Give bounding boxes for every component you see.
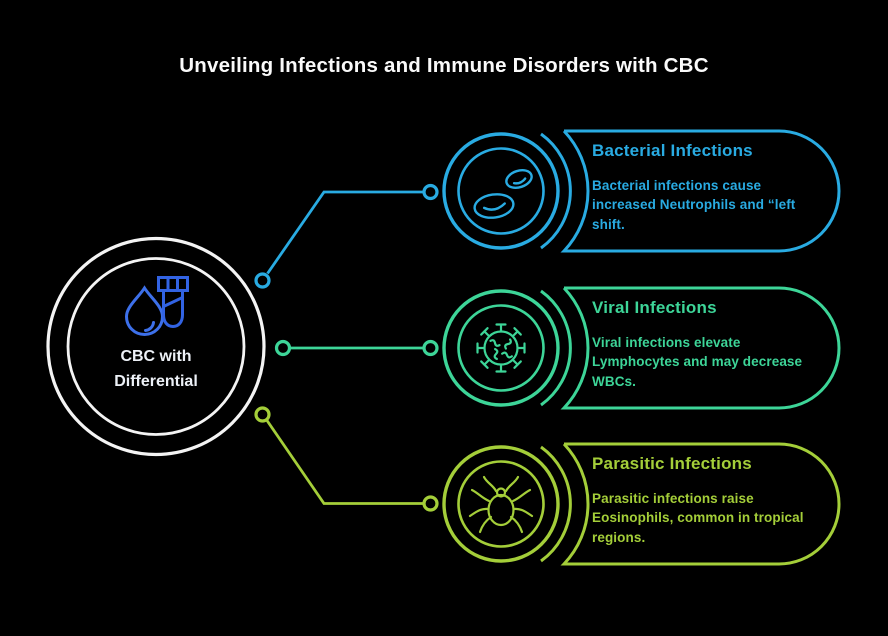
card-outline-viral <box>442 286 841 410</box>
card-viral: Viral Infections Viral infections elevat… <box>592 296 807 391</box>
card-title-parasitic: Parasitic Infections <box>592 454 752 473</box>
connector-bacterial-line <box>266 190 424 275</box>
connector-node <box>422 339 439 357</box>
connector-node <box>274 339 292 357</box>
card-title-viral: Viral Infections <box>592 298 717 317</box>
red-blood-cells-icon <box>473 169 533 219</box>
connector-node <box>254 272 271 289</box>
page-title: Unveiling Infections and Immune Disorder… <box>179 54 709 77</box>
connector-node <box>254 406 271 423</box>
connector-node <box>422 183 439 201</box>
card-outline-bacterial <box>442 129 841 253</box>
card-parasitic: Parasitic Infections Parasitic infection… <box>592 452 807 547</box>
connector-parasitic <box>254 406 439 512</box>
hub-label: CBC with Differential <box>114 348 198 390</box>
card-bacterial: Bacterial Infections Bacterial infection… <box>592 139 807 234</box>
card-body-bacterial: Bacterial infections cause increased Neu… <box>592 178 796 232</box>
card-body-viral: Viral infections elevate Lymphocytes and… <box>592 335 803 389</box>
connector-parasitic-line <box>265 419 424 505</box>
card-title-bacterial: Bacterial Infections <box>592 141 753 160</box>
blood-drop-icon <box>124 285 165 337</box>
test-tube-icon <box>157 276 189 329</box>
tick-icon <box>468 475 534 534</box>
card-outline-parasitic <box>442 442 841 566</box>
connector-viral <box>274 339 439 357</box>
connector-node <box>422 495 439 512</box>
hub-rings <box>46 236 266 457</box>
virus-icon <box>476 323 526 373</box>
connector-bacterial <box>254 183 439 289</box>
card-body-parasitic: Parasitic infections raise Eosinophils, … <box>592 491 804 545</box>
